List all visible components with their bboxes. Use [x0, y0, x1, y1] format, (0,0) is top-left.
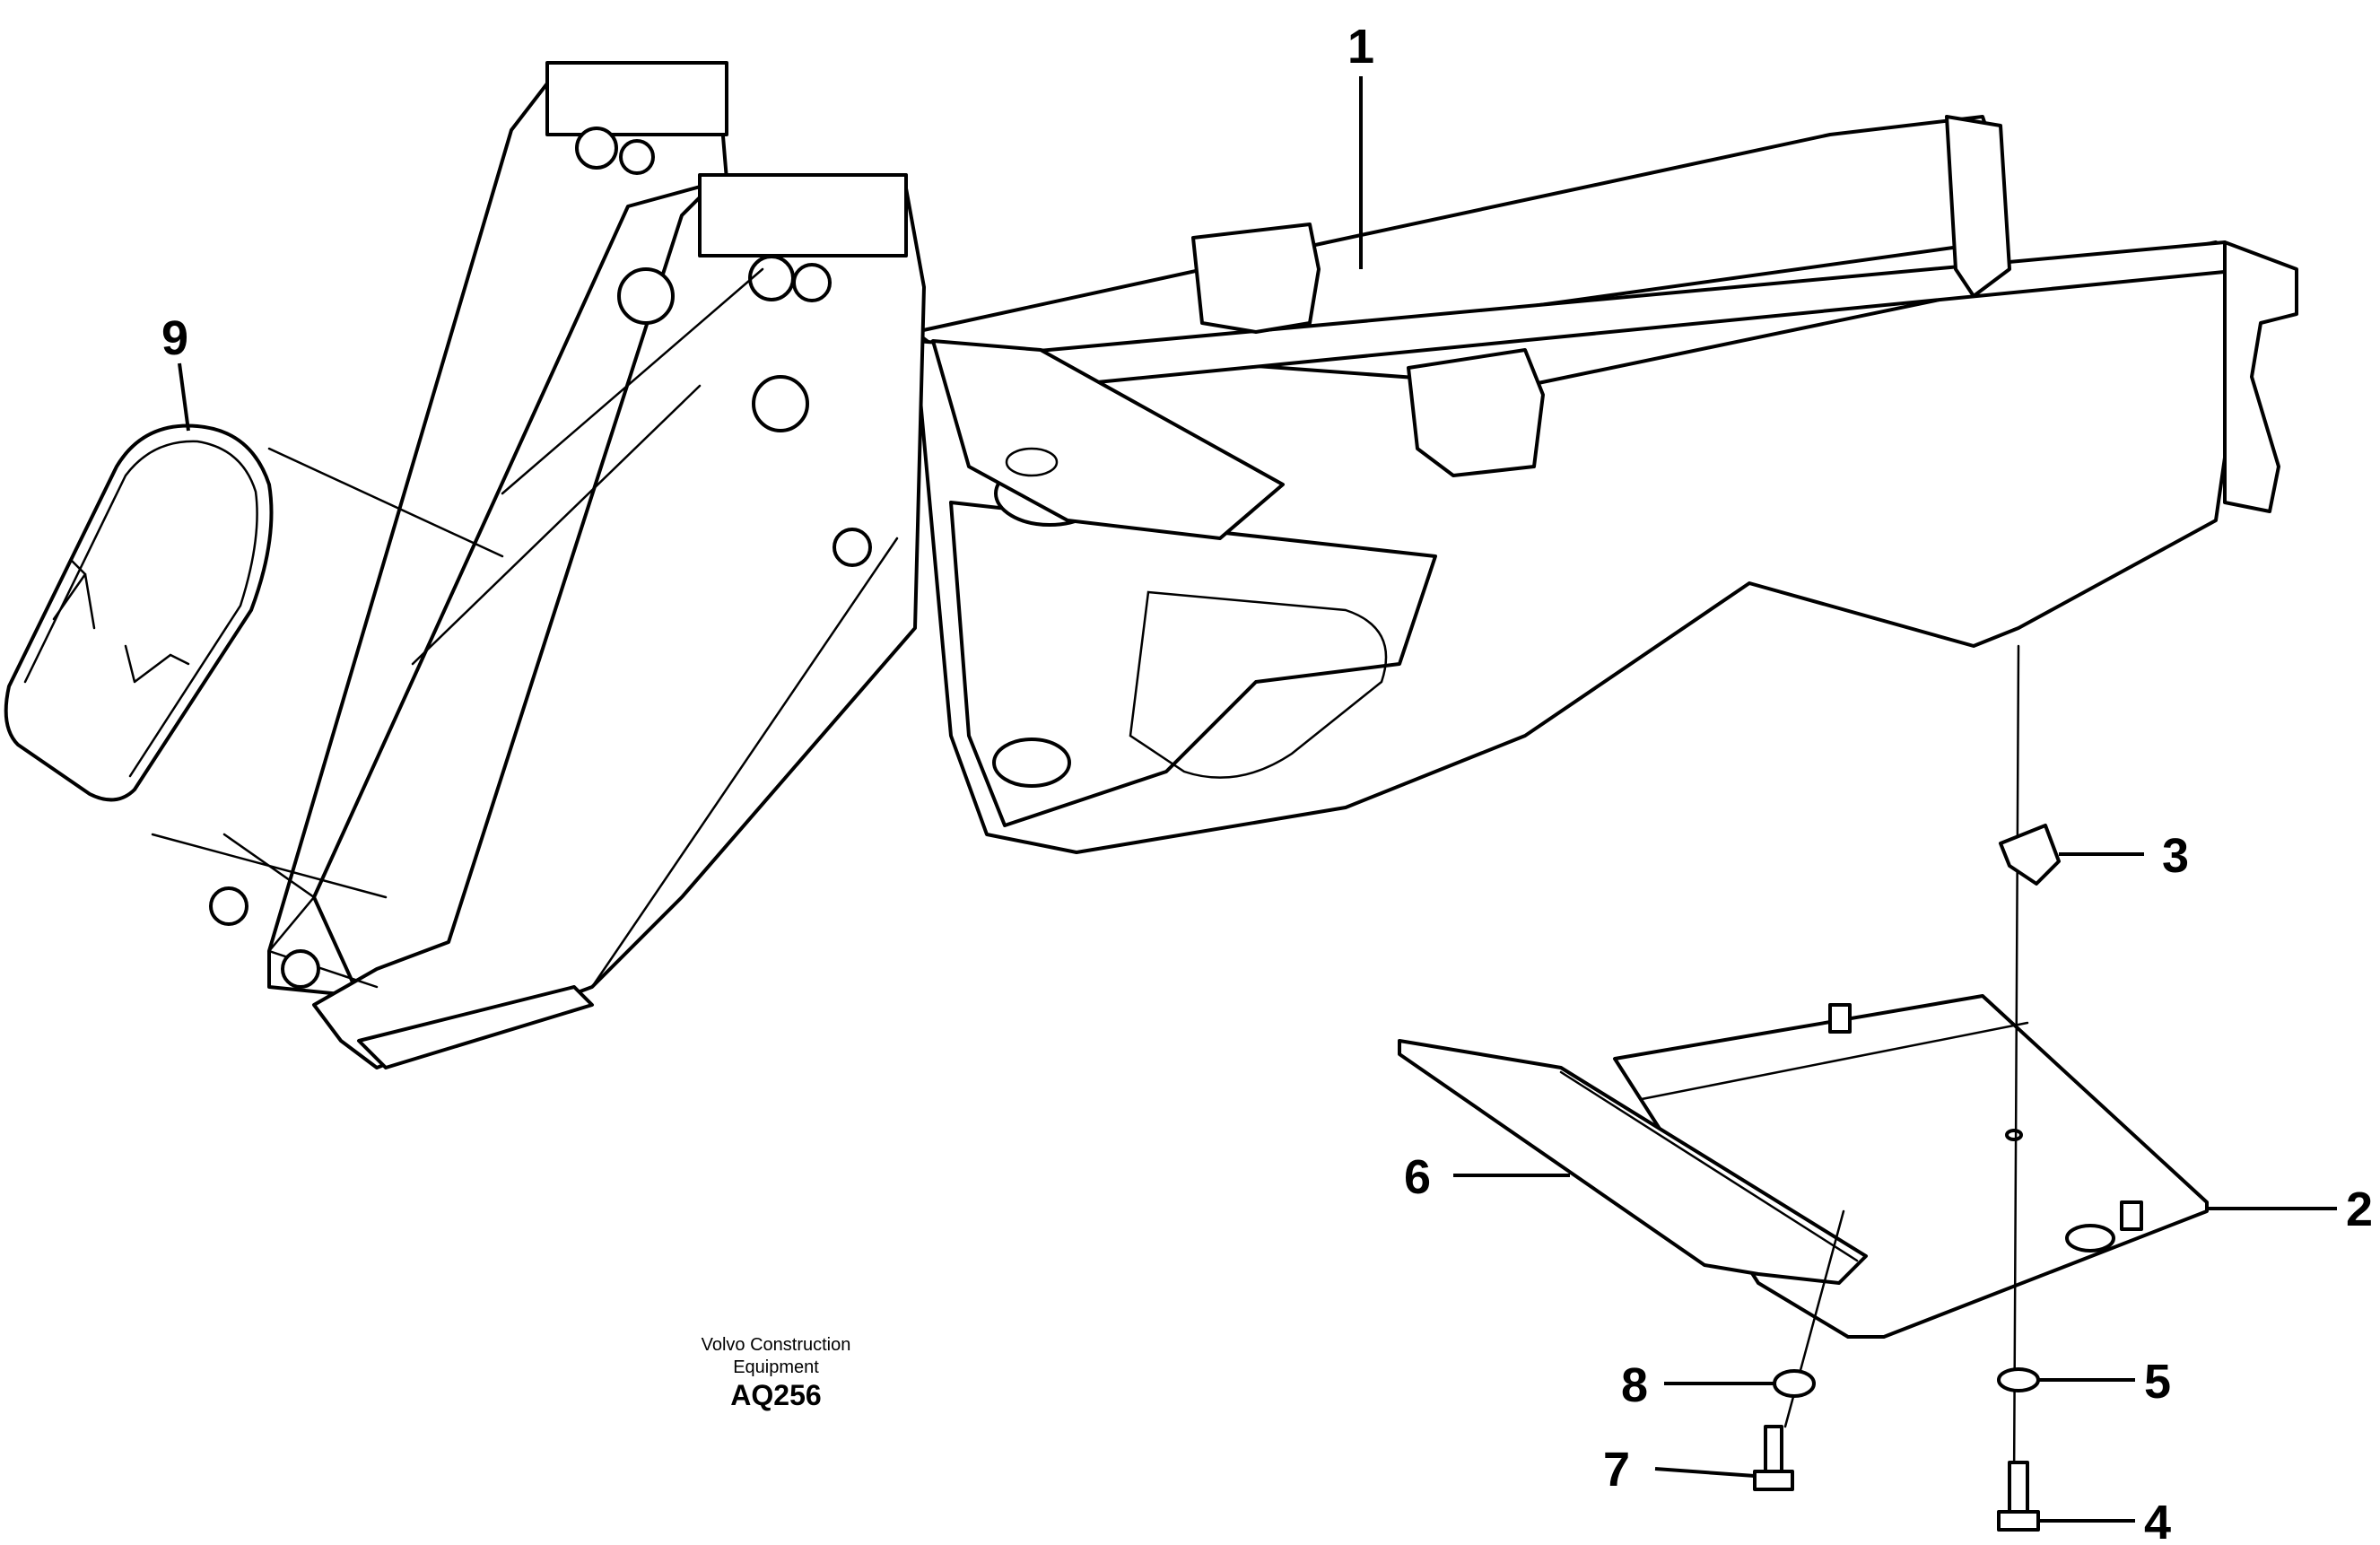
part-8-nut: [1773, 1369, 1816, 1398]
frame-brace-hole: [1005, 447, 1059, 477]
callout-2: 2: [2346, 1183, 2373, 1236]
callout-4: 4: [2144, 1496, 2171, 1545]
arm-edge-line-3: [590, 537, 899, 989]
guard-tab-top: [1828, 1003, 1852, 1034]
part-4-bolt-shank: [2008, 1461, 2029, 1514]
arm-pin-7: [833, 528, 872, 567]
guard-assembly: [1398, 994, 2209, 1339]
arm-bottom-pin: [281, 949, 320, 989]
frame-end-plate-upper: [1945, 115, 2011, 298]
cover-plate-clip-2: [124, 644, 190, 684]
part-7-bolt-shank: [1764, 1425, 1783, 1473]
part-4-bolt-head: [1997, 1510, 2040, 1532]
guard-tab-right: [2120, 1200, 2143, 1231]
cover-plate-outline: [4, 423, 274, 802]
leader-9: [178, 362, 190, 432]
callout-9: 9: [161, 311, 188, 365]
caption-code: AQ256: [730, 1379, 821, 1411]
caption-line-2: Equipment: [733, 1357, 819, 1377]
arm-pin-1: [575, 127, 618, 170]
arm-edge-line-1: [501, 267, 764, 495]
arm-pin-6: [752, 375, 809, 432]
arm-pin-2: [619, 139, 655, 175]
arm-pin-4: [792, 263, 832, 302]
callout-7: 7: [1603, 1443, 1630, 1497]
leader-7: [1654, 1467, 1756, 1478]
front-frame: [209, 61, 2298, 1069]
arm-foot-plate: [357, 985, 594, 1069]
callout-3: 3: [2162, 829, 2189, 883]
frame-end-plate-lower: [2223, 240, 2298, 513]
frame-pivot-boss: [992, 738, 1071, 788]
frame-inner-cutout: [1129, 590, 1388, 779]
callout-5: 5: [2144, 1355, 2171, 1409]
guard-flap-fold-line: [1559, 1070, 1859, 1262]
part-5-washer: [1997, 1367, 2040, 1392]
cover-plate-projection-1: [267, 447, 504, 558]
part-7-bolt-head: [1753, 1470, 1794, 1491]
arm-pin-5: [617, 267, 675, 325]
frame-bracket-right: [1407, 348, 1545, 477]
guard-plate-edge: [1640, 1021, 2029, 1101]
callout-6: 6: [1404, 1150, 1431, 1204]
arm-lower-pin: [209, 886, 248, 926]
part-9-cover-plate: [4, 423, 504, 899]
assembly-line-right: [2012, 644, 2020, 1491]
figure-caption: Volvo Construction Equipment AQ256: [702, 1335, 851, 1411]
frame-bracket-left: [1191, 223, 1321, 334]
leader-lines: [178, 76, 2337, 1523]
part-6-guard-flap: [1398, 1039, 1868, 1285]
guard-mount-hole: [2065, 1224, 2115, 1253]
guard-mount-hole-2: [2005, 1129, 2023, 1141]
fasteners: [1753, 644, 2061, 1532]
cover-plate-inner-edge: [23, 440, 258, 778]
arm-pin-3: [748, 255, 795, 301]
cover-plate-projection-2: [151, 833, 388, 899]
callout-8: 8: [1621, 1358, 1648, 1412]
callout-1: 1: [1347, 20, 1374, 74]
frame-underside: [949, 501, 1437, 827]
part-3-bracket: [1999, 824, 2061, 886]
callout-labels: 1 9 3 2 6 5 8 7 4: [161, 20, 2373, 1545]
arm-edge-line-2: [411, 384, 702, 666]
caption-line-1: Volvo Construction: [702, 1335, 851, 1355]
cover-plate-clip-1: [52, 559, 96, 630]
arm-top-box-right: [698, 173, 908, 258]
frame-brace-plate: [931, 339, 1285, 540]
arm-top-box-left: [545, 61, 728, 136]
